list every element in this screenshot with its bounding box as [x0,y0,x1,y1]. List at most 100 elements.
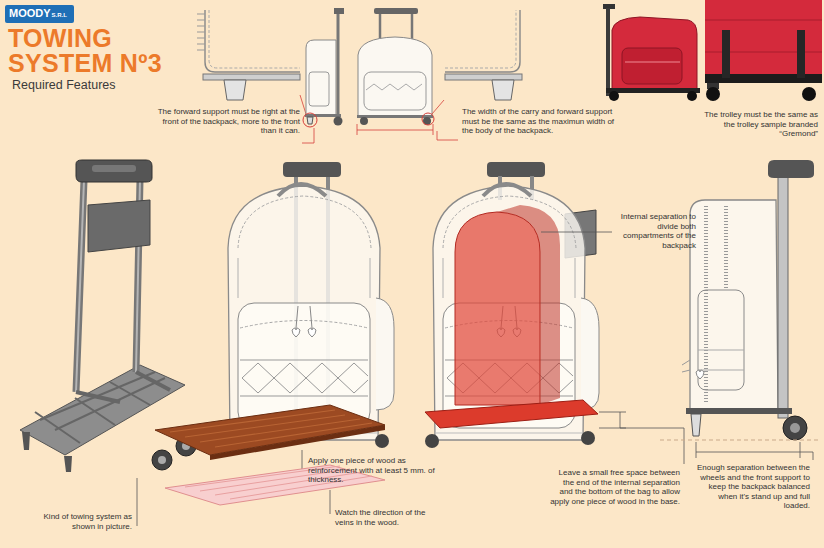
detail-carry-width-part [492,80,514,100]
callout-note: Internal separation to divide both compa… [616,212,696,250]
backpack-internal-separation [425,162,684,464]
detail-carry-width [445,10,522,100]
trolley-sample-photo-part [606,8,610,96]
side-view-small-part [337,14,340,118]
side-view-large-part [698,290,744,390]
trolley-frame-part [88,200,150,252]
front-view-small-part [432,100,444,114]
front-view-small [357,8,458,140]
detail-front-support [197,10,306,114]
company-suffix: S.R.L [52,11,67,19]
side-view-large-part [783,416,807,440]
callout-note: Apply one piece of wood as reinforcement… [308,456,443,485]
detail-carry-width-part [445,10,520,72]
side-view-small-part [307,117,313,124]
callout-note: Watch the direction of the veins in the … [335,508,445,527]
trolley-sample-photo-part [687,91,697,101]
brand-name: MOODY [9,7,51,20]
backpack-internal-separation-part [599,412,626,428]
side-view-large-part [682,360,690,372]
side-view-large-part [696,442,800,458]
detail-front-support-part [205,10,300,72]
front-view-small-part [357,124,433,135]
trolley-sample-photo-part [622,48,682,84]
side-view-large-part [660,440,818,441]
side-view-small-part [309,72,329,106]
trolley-sample-photo-part [606,88,700,93]
backpack-with-trolley-part [228,184,394,440]
backpack-with-trolley-part [283,162,341,177]
side-view-small-part [302,128,314,143]
wood-board-part [302,450,305,470]
detail-carry-width-part [445,74,522,80]
front-view-small-part [380,14,412,40]
callout-note: The width of the carry and forward suppo… [462,107,622,136]
page-title: TOWING SYSTEM Nº3 [8,26,180,76]
trolley-frame [20,160,196,526]
trolley-sample-photo-part [706,87,720,101]
side-view-large-part [696,370,704,379]
side-view-large-part [790,423,800,433]
callout-note: The forward support must be right at the… [155,107,300,136]
front-view-small-part [358,37,432,116]
backpack-internal-separation-part [497,205,560,405]
side-view-small-part [306,40,336,115]
callout-note: The trolley must be the same as the trol… [700,110,818,139]
backpack-internal-separation-part [581,431,595,445]
detail-front-support-part [203,74,300,80]
front-view-small-part [422,113,434,125]
trolley-frame-part [158,456,166,464]
logo-box: MOODYS.R.L [5,5,74,23]
detail-front-support-part [209,10,300,68]
trolley-sample-photo [603,0,822,101]
trolley-sample-photo-part [625,62,680,63]
backpack-internal-separation-part [455,212,540,405]
trolley-frame-part [152,450,172,470]
detail-front-support-part [300,95,306,114]
front-view-small-part [364,72,426,110]
backpack-internal-separation-part [541,232,612,233]
side-view-large-part [768,160,814,178]
side-view-large-part [724,206,728,290]
trolley-sample-photo-part [797,30,805,78]
detail-front-support-part [224,80,246,100]
callout-note: Enough separation between the wheels and… [690,463,810,511]
front-view-small-part [360,117,368,125]
side-view-large-part [800,452,813,460]
detail-front-support-part [197,14,205,50]
callout-note: Leave a small free space between the end… [548,468,680,506]
side-view-small [302,8,344,143]
backpack-with-trolley-part [375,434,389,448]
front-view-small-part [366,84,422,90]
trolley-frame-part [76,372,170,402]
trolley-sample-photo-part [612,17,697,90]
side-view-large-part [690,200,778,410]
side-view-large-part [704,206,708,404]
trolley-frame-part [22,432,72,472]
side-view-large-part [686,408,792,414]
wood-board-part [210,425,385,460]
trolley-sample-photo-part [802,87,816,101]
callout-note: Kind of towing system as shown in pictur… [40,512,132,531]
side-view-small-part [334,117,343,126]
side-view-large-part [698,350,744,370]
trolley-frame-part [20,365,185,455]
trolley-frame-part [35,372,165,443]
trolley-sample-photo-part [609,91,619,101]
backpack-internal-separation-part [620,428,684,464]
trolley-frame-part [92,165,136,172]
side-view-large-part [778,172,788,418]
backpack-internal-separation-part [425,400,598,428]
trolley-frame-part [76,160,152,182]
front-view-small-part [374,8,418,14]
backpack-with-trolley [221,162,394,450]
side-view-small-part [334,8,344,14]
detail-carry-width-part [445,10,516,68]
front-view-small-part [437,131,458,140]
backpack-internal-separation-part [487,162,545,177]
backpack-internal-separation-part [425,434,439,448]
front-view-small-part [357,115,433,118]
side-view-large [660,160,818,460]
